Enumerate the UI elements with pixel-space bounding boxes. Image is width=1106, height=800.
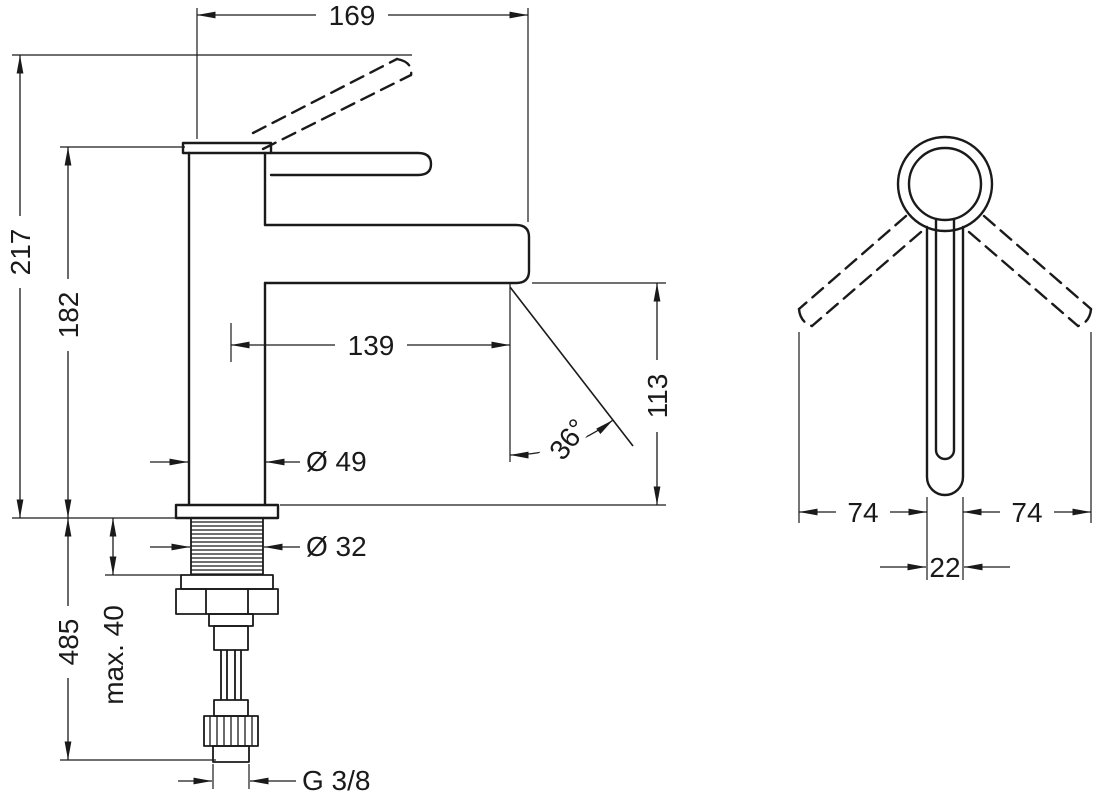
dim-182-group: 182 [53, 146, 185, 518]
spout [263, 223, 531, 285]
dim-139-label: 139 [335, 330, 407, 361]
front-ext-lines [798, 332, 1092, 580]
mounting-nut-flats [205, 589, 249, 614]
dim-max40-label: max. 40 [98, 593, 129, 717]
hose-nut [203, 715, 259, 747]
dim-217-text: 217 [5, 229, 36, 276]
handle-right-edge-1 [982, 214, 1093, 311]
mounting-hardware [175, 574, 279, 763]
body-loop-outer [925, 225, 965, 497]
handle-right-cap [1076, 307, 1093, 328]
dim-thread-group: G 3/8 [178, 764, 370, 796]
dim-139-text: 139 [348, 330, 395, 361]
mounting-nut [175, 588, 279, 615]
dim-182-text: 182 [53, 292, 84, 339]
side-view: 169 217 182 [5, 0, 673, 796]
raised-handle-top-edge [251, 57, 399, 135]
dim-74-left-group: 74 [799, 497, 927, 528]
dim-169-label: 169 [316, 0, 388, 31]
raised-handle-end-cap [395, 57, 413, 77]
dim-485-group: 485 [53, 518, 216, 761]
connector [208, 613, 254, 627]
thread-lines [191, 521, 263, 575]
thread-tip-g38 [212, 745, 250, 763]
angle-36-group: 36° [509, 286, 634, 473]
dim-thread-text: G 3/8 [302, 765, 370, 796]
dim-217-label: 217 [5, 216, 36, 288]
threaded-shank [190, 518, 264, 575]
dim-113-label: 113 [642, 360, 673, 432]
washer [180, 574, 274, 590]
handle-left-cap [797, 307, 814, 328]
dim-22-group: 22 [880, 552, 1010, 583]
dim-max40-group: max. 40 [98, 518, 182, 717]
handle-swing-dashed [797, 214, 1093, 328]
handle-ring-outer [896, 135, 994, 233]
dim-217-group: 217 [5, 54, 412, 519]
faucet-body-outline [174, 141, 531, 520]
base-plate [174, 503, 280, 520]
dim-dia49-text: Ø 49 [306, 446, 367, 477]
dim-74-right-label: 74 [1000, 497, 1054, 528]
angle-36-label: 36° [537, 405, 598, 473]
dim-dia49-group: Ø 49 [150, 446, 367, 477]
dim-74-left-label: 74 [836, 497, 890, 528]
raised-handle-bottom-edge [261, 73, 413, 151]
hose [220, 650, 242, 700]
raised-handle-dashed [251, 57, 413, 151]
dim-22-text: 22 [929, 552, 960, 583]
handle-left-edge-2 [810, 230, 923, 328]
dim-dia32-group: Ø 32 [150, 531, 367, 562]
dim-dia32-text: Ø 32 [306, 531, 367, 562]
handle-lever [269, 151, 433, 177]
dim-113-group: 113 [280, 282, 673, 506]
hose-nut-knurling [209, 716, 253, 746]
dim-169-text: 169 [329, 0, 376, 31]
dim-74-left-text: 74 [847, 497, 878, 528]
dim-max40-text: max. 40 [98, 605, 129, 705]
hose-ferrule-bottom [213, 699, 249, 717]
stream-line [509, 286, 634, 447]
dim-113-text: 113 [642, 374, 673, 419]
handle-ring-inner [907, 146, 983, 222]
dim-485-label: 485 [53, 606, 84, 678]
dim-139-group: 139 [230, 283, 511, 462]
front-outline [896, 135, 994, 497]
dim-182-label: 182 [53, 279, 84, 351]
hose-ferrule-top [213, 625, 249, 651]
handle-cap [181, 141, 273, 155]
handle-right-edge-2 [967, 230, 1080, 328]
dim-485-text: 485 [53, 619, 84, 666]
handle-left-edge-1 [797, 214, 908, 311]
dim-74-right-group: 74 [963, 497, 1091, 528]
dim-169-group: 169 [196, 0, 529, 222]
dim-22-label: 22 [929, 552, 960, 583]
front-view: 74 74 22 [797, 135, 1093, 583]
dim-74-right-text: 74 [1011, 497, 1042, 528]
body-loop-inner [934, 217, 956, 461]
